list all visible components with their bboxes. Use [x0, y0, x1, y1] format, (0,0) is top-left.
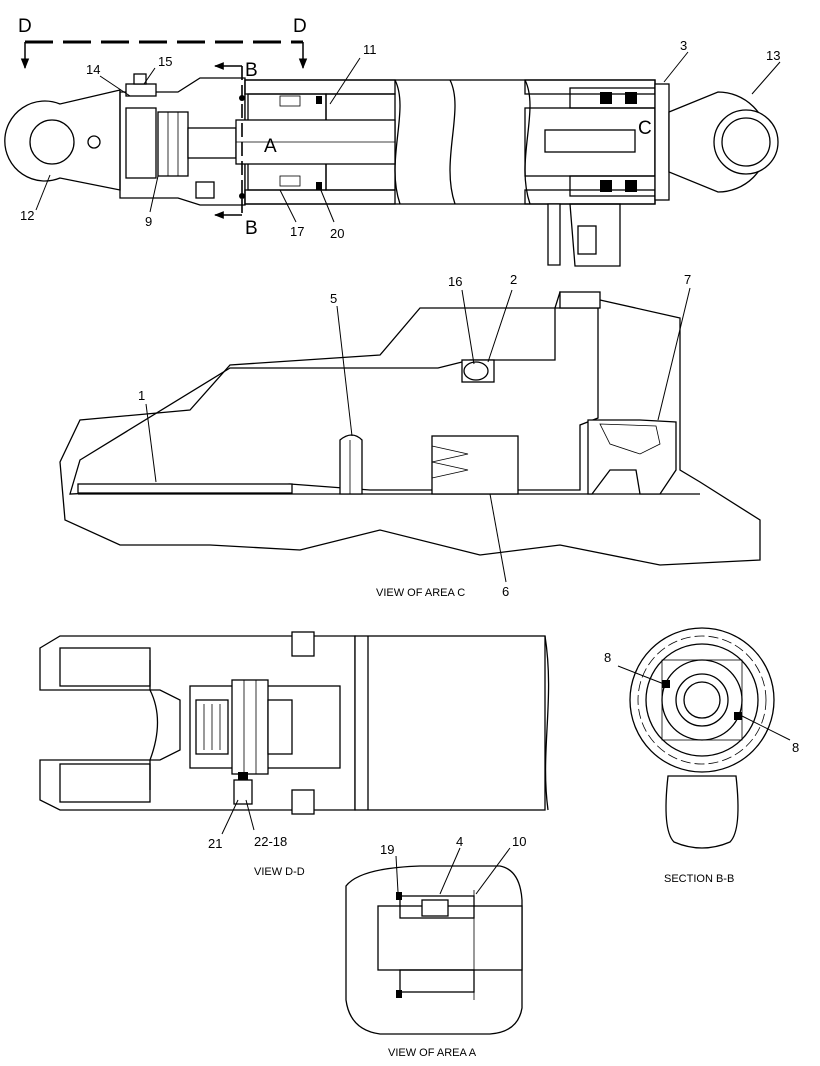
view-of-area-a: 19 4 10 VIEW OF AREA A [345, 834, 526, 1059]
section-label-b-bottom: B [245, 218, 258, 239]
callout-3: 3 [680, 38, 687, 53]
caption-view-area-a: VIEW OF AREA A [388, 1047, 477, 1059]
callout-15: 15 [158, 54, 172, 69]
callout-8-right: 8 [792, 740, 799, 755]
section-label-d-left: D [18, 16, 32, 37]
caption-section-b-b: SECTION B-B [664, 873, 734, 885]
head-end-eye [4, 89, 121, 191]
callout-16: 16 [448, 274, 462, 289]
caption-view-area-c: VIEW OF AREA C [376, 587, 465, 599]
area-c-housing-section [59, 291, 761, 566]
section-line-b-b [214, 62, 245, 219]
section-label-d-right: D [293, 16, 307, 37]
callout-13: 13 [766, 48, 780, 63]
callout-9: 9 [145, 214, 152, 229]
callout-17: 17 [290, 224, 304, 239]
view-of-area-c: 1 5 16 2 7 6 VIEW OF AREA C [59, 272, 761, 599]
section-line-d-d [20, 40, 308, 70]
callout-1: 1 [138, 388, 145, 403]
callout-4: 4 [456, 834, 463, 849]
callout-7: 7 [684, 272, 691, 287]
view-d-d: 21 22-18 VIEW D-D [39, 631, 550, 878]
item-7-wiper [587, 419, 677, 495]
cylinder-main-view: D D B B A C 14 15 11 3 13 12 9 17 20 [4, 16, 780, 267]
callout-21: 21 [208, 836, 222, 851]
callout-11: 11 [363, 42, 377, 57]
callout-10: 10 [512, 834, 526, 849]
section-b-b: 8 8 SECTION B-B [604, 627, 799, 885]
caption-view-d-d: VIEW D-D [254, 866, 305, 878]
callout-20: 20 [330, 226, 344, 241]
callout-5: 5 [330, 291, 337, 306]
item-5-ring [339, 434, 363, 495]
section-label-b-top: B [245, 60, 258, 81]
area-label-c: C [638, 118, 652, 139]
callout-2: 2 [510, 272, 517, 287]
callout-8-left: 8 [604, 650, 611, 665]
callout-22-18: 22-18 [254, 834, 287, 849]
callout-19: 19 [380, 842, 394, 857]
rod-end-eye [668, 91, 779, 193]
callout-6: 6 [502, 584, 509, 599]
callout-12: 12 [20, 208, 34, 223]
item-1-bearing [77, 483, 293, 494]
callout-14: 14 [86, 62, 100, 77]
area-label-a: A [264, 136, 277, 157]
